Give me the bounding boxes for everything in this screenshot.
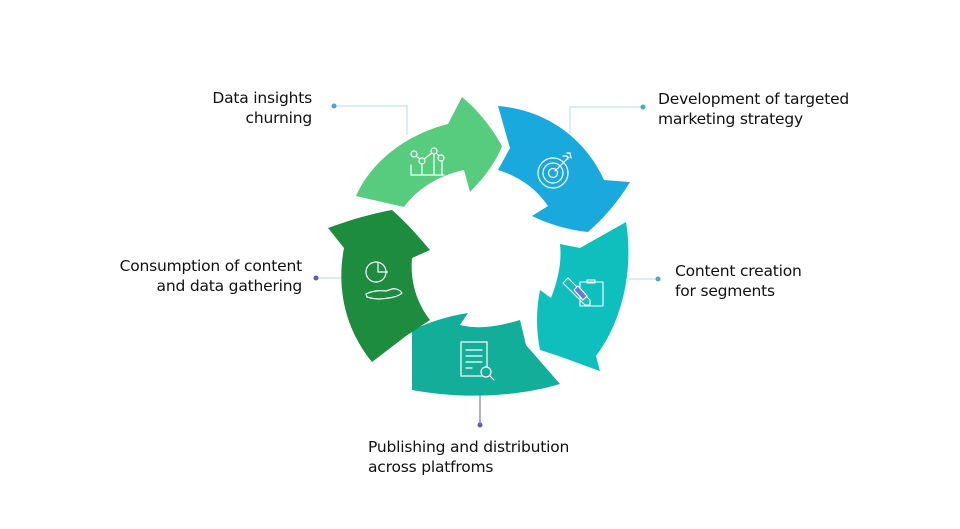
step-label-line: for segments	[675, 282, 775, 300]
step-label-consumption: Consumption of content and data gatherin…	[90, 256, 303, 296]
connectors	[313, 103, 661, 428]
step-label-targeted-strategy: Development of targeted marketing strate…	[658, 89, 849, 129]
connector-targeted-strategy	[569, 106, 643, 140]
step-label-line: Consumption of content	[119, 257, 303, 275]
step-label-line: Publishing and distribution	[368, 438, 570, 456]
step-label-line: Data insights	[212, 89, 312, 107]
step-label-line: marketing strategy	[658, 110, 803, 128]
connector-dot-content-creation	[655, 276, 661, 282]
step-label-line: and data gathering	[156, 277, 303, 295]
step-label-data-insights: Data insights churning	[190, 88, 312, 128]
document-search-icon	[460, 341, 495, 381]
connector-dot-data-insights	[331, 103, 337, 109]
cycle-arrow-targeted-strategy	[498, 106, 630, 232]
step-label-content-creation: Content creation for segments	[675, 261, 802, 301]
step-label-publishing: Publishing and distribution across platf…	[368, 437, 569, 477]
step-label-line: across platfroms	[368, 458, 494, 476]
pen-clipboard-icon	[562, 277, 604, 307]
cycle-arrow-data-insights	[356, 97, 502, 207]
line-bar-chart-icon	[410, 147, 445, 176]
target-arrow-icon	[537, 152, 572, 189]
connector-dot-consumption	[313, 275, 319, 281]
step-label-line: churning	[245, 109, 313, 127]
step-label-line: Content creation	[675, 262, 802, 280]
cycle-arrow-consumption	[328, 210, 430, 362]
connector-data-insights	[334, 105, 408, 135]
connector-dot-publishing	[477, 422, 483, 428]
connector-dot-targeted-strategy	[640, 104, 646, 110]
cycle-arrow-publishing	[412, 313, 560, 398]
hand-pie-chart-icon	[365, 261, 403, 300]
step-label-line: Development of targeted	[658, 90, 850, 108]
